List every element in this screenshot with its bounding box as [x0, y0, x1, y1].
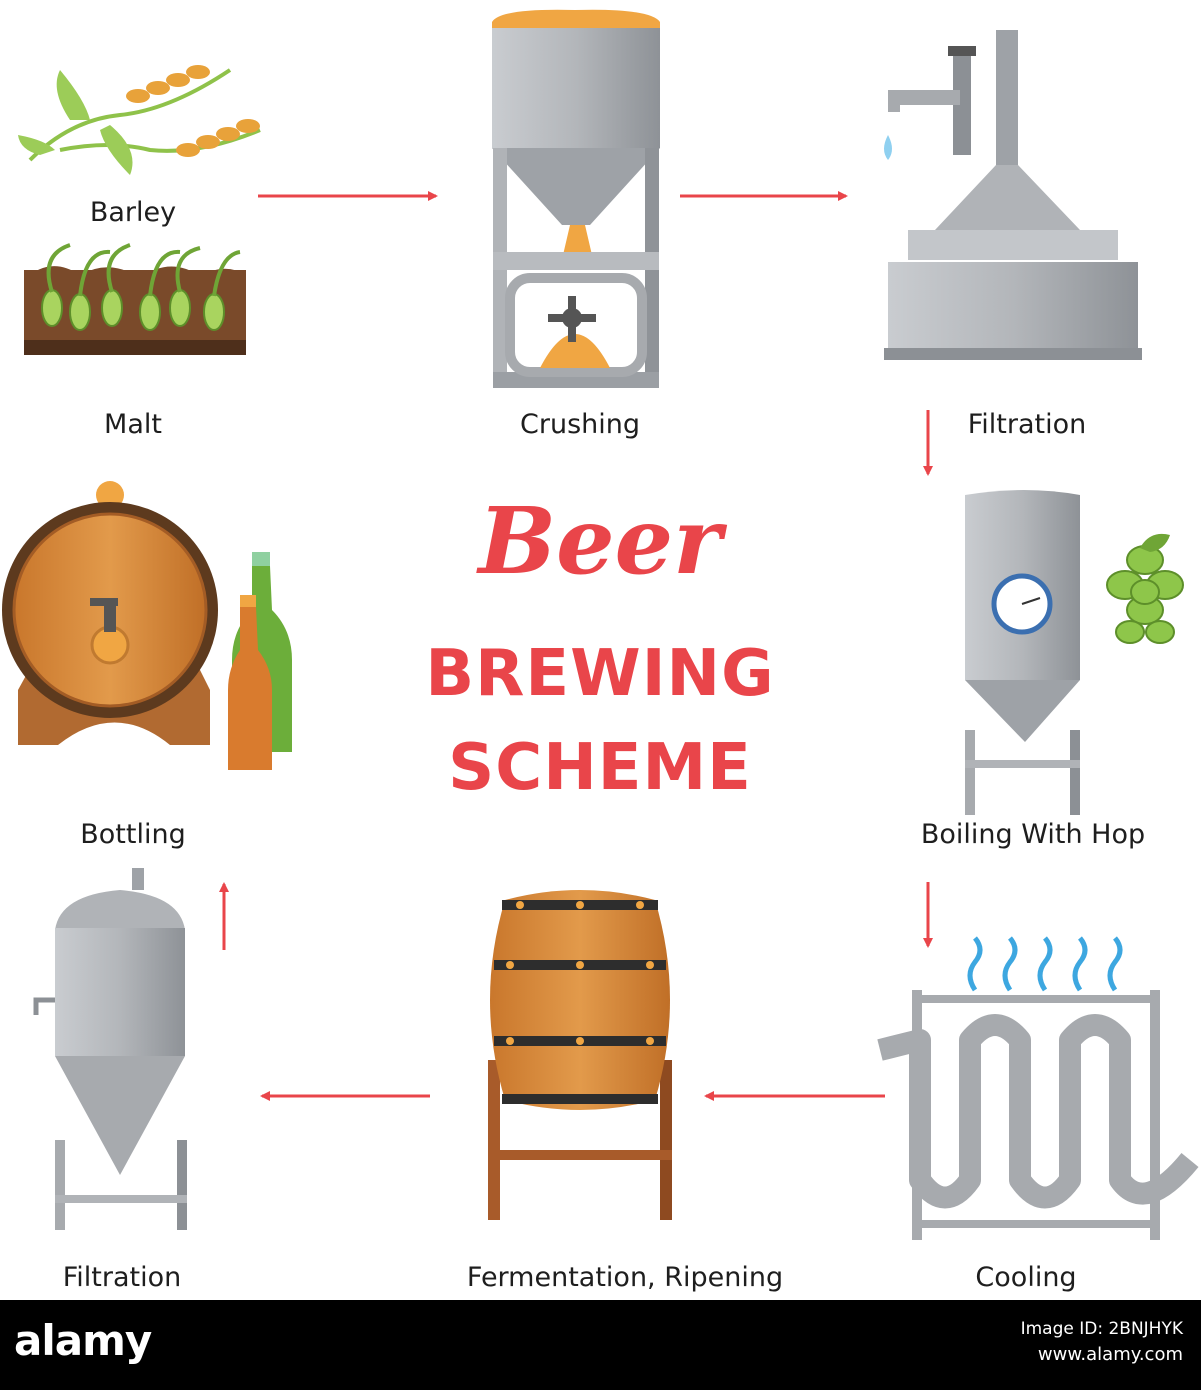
image-id: Image ID: 2BNJHYK	[1020, 1319, 1183, 1339]
alamy-logo: alamy	[14, 1316, 152, 1365]
process-illustrations	[2, 9, 1199, 1240]
step-label-filtration-bottom: Filtration	[62, 1262, 182, 1293]
step-label-bottling: Bottling	[80, 819, 186, 850]
title-beer: Beer	[478, 487, 722, 595]
malt-sprouts-icon	[24, 243, 246, 355]
fermentation-barrel-icon	[488, 890, 672, 1220]
barley-icon	[18, 65, 261, 175]
watermark-footer: alamy Image ID: 2BNJHYK www.alamy.com	[0, 1300, 1201, 1390]
title-brewing: BREWING	[425, 637, 775, 711]
steam-icon	[967, 936, 1123, 992]
cooling-coil-icon	[877, 936, 1199, 1240]
filtration-tank-icon	[884, 30, 1142, 360]
step-label-boiling: Boiling With Hop	[920, 819, 1146, 850]
hop-icon	[1106, 545, 1184, 644]
bottles-icon	[228, 552, 292, 770]
footer-meta: Image ID: 2BNJHYK www.alamy.com	[1021, 1316, 1183, 1368]
step-label-crushing: Crushing	[520, 409, 640, 440]
step-label-cooling: Cooling	[975, 1262, 1077, 1293]
filtration-tank-bottom-icon	[33, 868, 187, 1230]
step-label-malt: Malt	[104, 409, 162, 440]
step-label-fermentation: Fermentation, Ripening	[466, 1262, 784, 1293]
step-label-barley: Barley	[89, 197, 177, 228]
step-label-filtration-top: Filtration	[967, 409, 1087, 440]
footer-url: www.alamy.com	[1037, 1344, 1183, 1365]
diagram-canvas: Barley Malt Crushing Filtration Boiling …	[2, 9, 1199, 1293]
title-scheme: SCHEME	[448, 731, 752, 805]
flow-arrows	[219, 191, 933, 1101]
boiling-tank-icon	[965, 490, 1184, 815]
crushing-mill-icon	[492, 9, 660, 388]
bottling-keg-icon	[2, 481, 218, 745]
